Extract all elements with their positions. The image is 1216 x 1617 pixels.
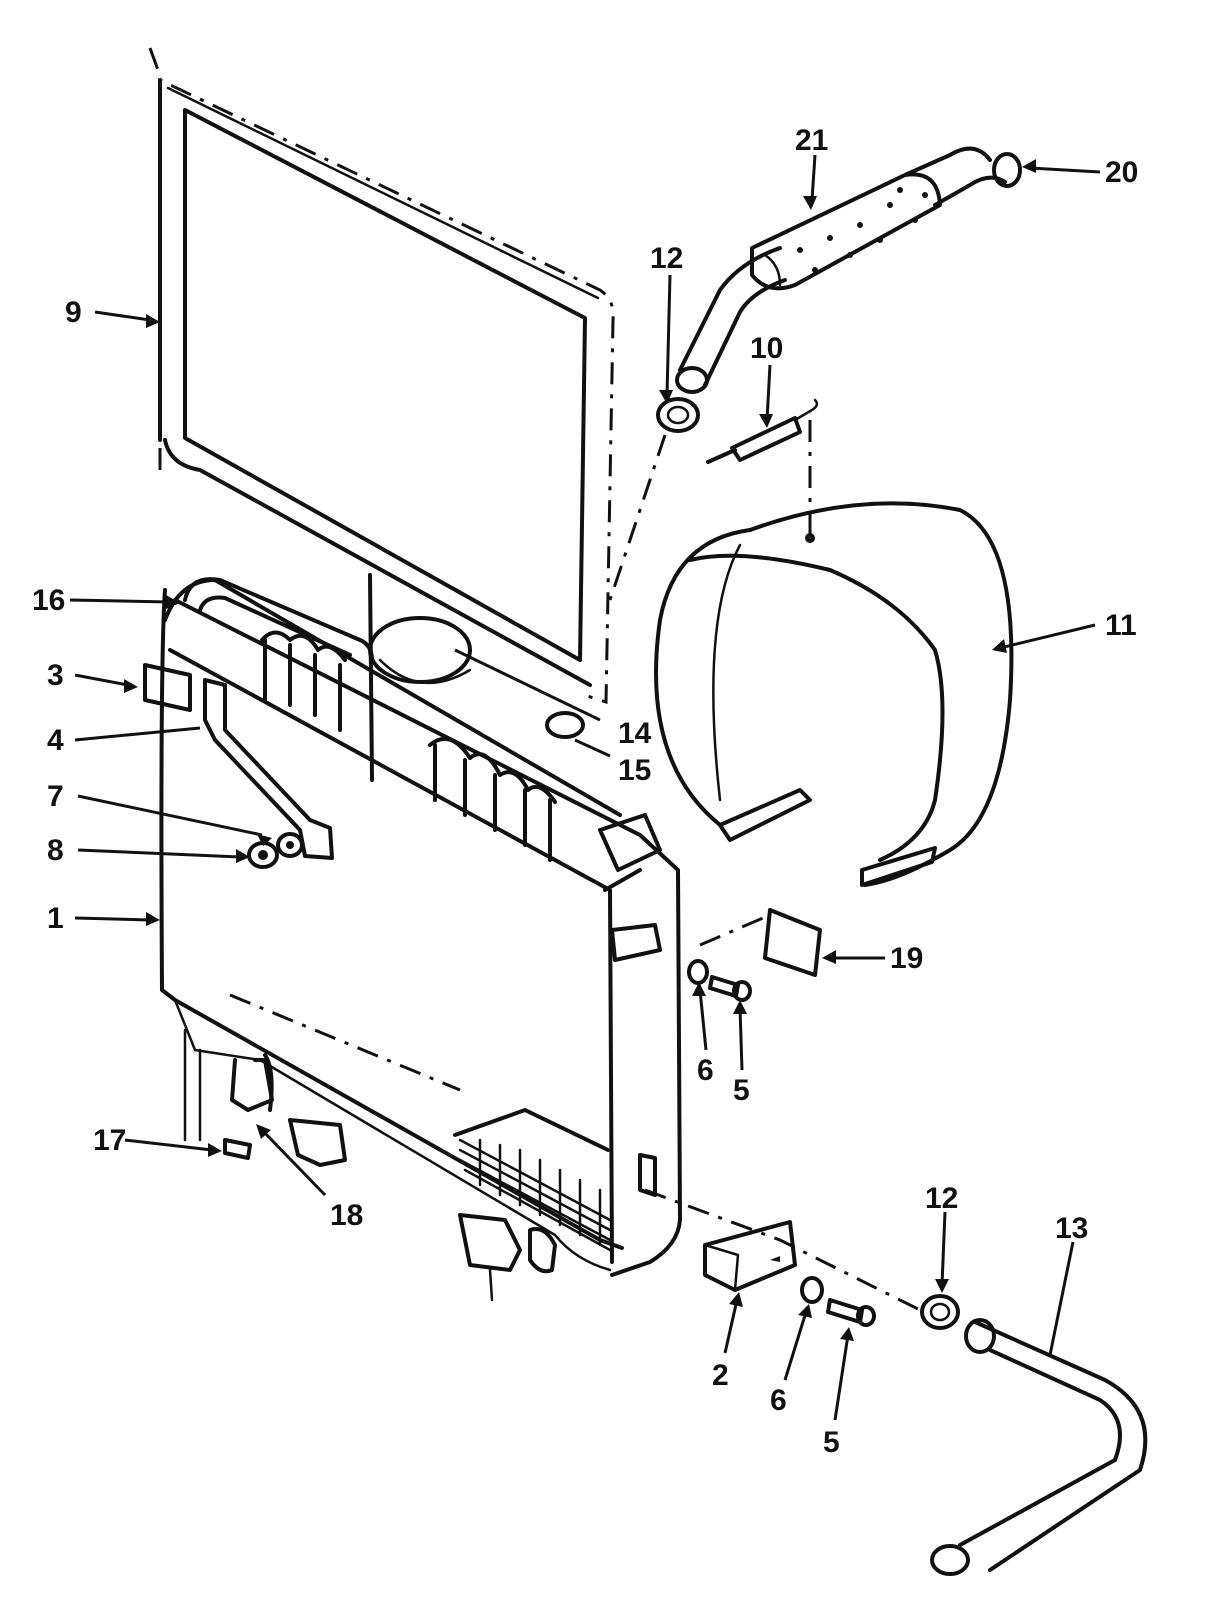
part-11-fan-guard <box>654 501 1014 887</box>
part-5-upper-bolt <box>708 975 752 1002</box>
part-8-nut <box>247 841 279 869</box>
part-16-overflow-tube <box>183 577 374 662</box>
callout-3: 3 <box>47 659 64 692</box>
part-10-spring <box>706 398 819 543</box>
callout-2: 2 <box>712 1359 729 1392</box>
callout-18: 18 <box>330 1199 363 1232</box>
callout-11: 11 <box>1105 609 1137 642</box>
part-5-lower-bolt <box>826 1298 876 1327</box>
part-21-upper-hose <box>675 146 1022 394</box>
callout-6-upper: 6 <box>697 1054 714 1087</box>
part-13-lower-hose <box>930 1318 1148 1576</box>
part-12-lower-clamp <box>920 1294 960 1330</box>
callout-20: 20 <box>1105 156 1138 189</box>
part-3-bracket <box>143 663 192 712</box>
callout-15: 15 <box>618 754 651 787</box>
callout-9: 9 <box>65 296 82 329</box>
part-7-washer <box>276 832 304 858</box>
radiator-core-mesh <box>453 1108 612 1252</box>
callout-labels: 9 21 20 12 10 16 3 11 14 15 4 7 8 1 19 6… <box>32 124 1138 1459</box>
part-12-upper-clamp <box>608 397 700 601</box>
part-4-brace <box>203 678 334 860</box>
callout-12-lower: 12 <box>925 1182 958 1215</box>
callout-8: 8 <box>47 834 64 867</box>
callout-7: 7 <box>47 780 64 813</box>
part-2-lower-bracket <box>703 1220 797 1292</box>
callout-19: 19 <box>890 942 923 975</box>
callout-14: 14 <box>618 717 652 750</box>
part-1-radiator <box>159 573 921 1312</box>
callout-10: 10 <box>750 332 783 365</box>
callout-5-upper: 5 <box>733 1074 750 1107</box>
callout-21: 21 <box>795 124 828 157</box>
callout-17: 17 <box>93 1124 126 1157</box>
part-6-lower-washer <box>800 1276 824 1304</box>
part-9-shroud-panel <box>148 47 615 705</box>
callout-5-lower: 5 <box>823 1426 840 1459</box>
leader-lines <box>69 154 1101 1421</box>
callout-4: 4 <box>47 724 64 757</box>
callout-13: 13 <box>1055 1212 1088 1245</box>
sleeve-texture <box>797 187 928 273</box>
part-19-plate <box>699 908 822 977</box>
callout-16: 16 <box>32 584 65 617</box>
callout-1: 1 <box>47 902 64 935</box>
part-6-upper-washer <box>687 959 709 985</box>
callout-6-lower: 6 <box>770 1384 787 1417</box>
callout-12-upper: 12 <box>650 242 683 275</box>
